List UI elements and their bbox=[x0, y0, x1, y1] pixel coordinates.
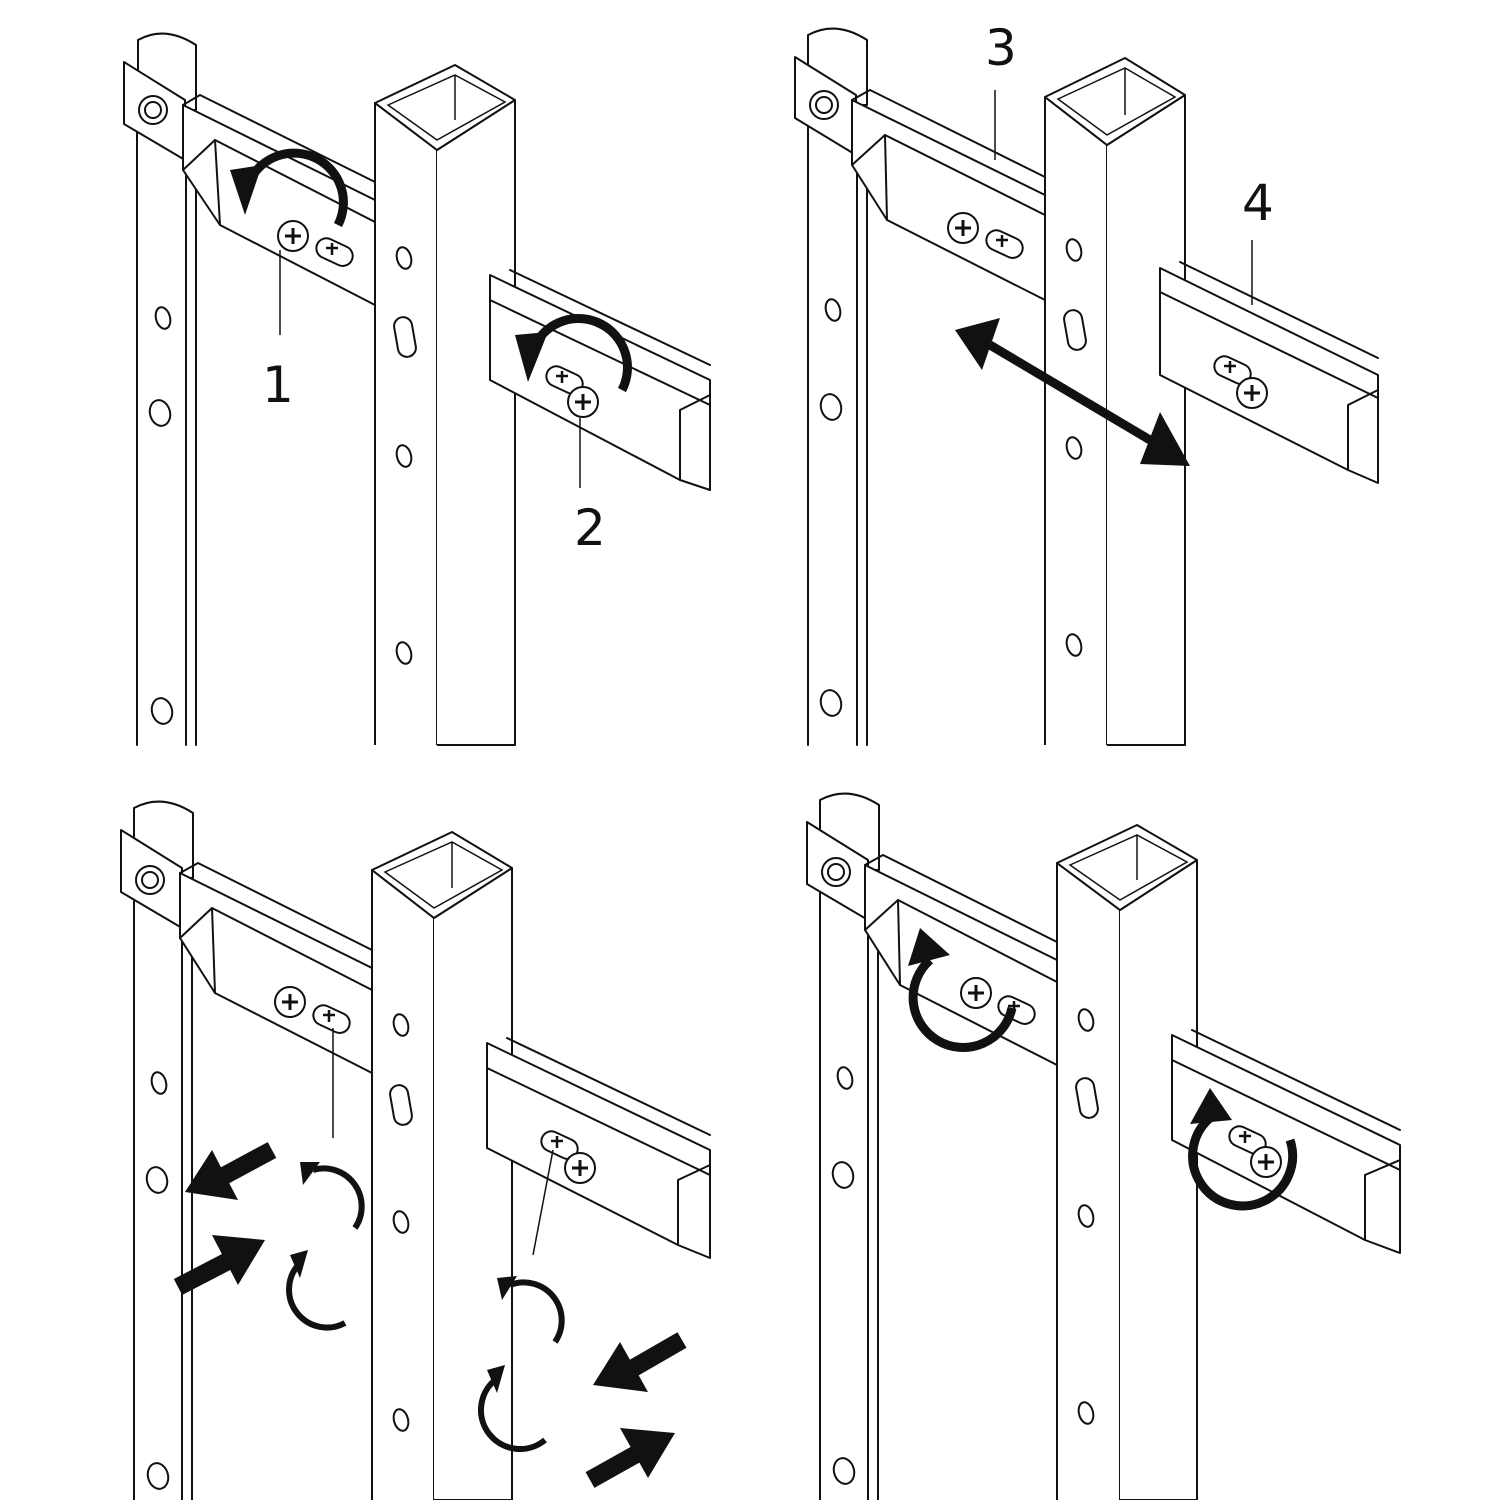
callout-3: 3 bbox=[985, 19, 1017, 77]
panel-step-3 bbox=[120, 800, 711, 1500]
top-bracket-plate bbox=[806, 792, 880, 921]
left-upright-post bbox=[807, 124, 868, 746]
callout-1: 1 bbox=[262, 356, 294, 414]
push-arrow-icon bbox=[173, 1235, 265, 1295]
rotate-cw-arrow-icon bbox=[1188, 1088, 1298, 1211]
rotate-ccw-arrow-icon bbox=[230, 148, 348, 228]
top-bracket-plate bbox=[120, 800, 194, 929]
rail-3 bbox=[864, 854, 1058, 1066]
top-bracket-plate bbox=[794, 27, 868, 156]
square-tube-post bbox=[1044, 57, 1186, 746]
rotate-cw-arrow-icon bbox=[908, 928, 1017, 1052]
rail-4 bbox=[1171, 1029, 1401, 1254]
square-tube-post bbox=[371, 831, 513, 1500]
square-tube-post bbox=[1056, 824, 1198, 1500]
left-upright-post bbox=[136, 129, 197, 746]
panel-step-2: 3 4 bbox=[794, 19, 1379, 746]
rail-2 bbox=[489, 269, 711, 491]
phillips-screw-icon bbox=[276, 219, 310, 253]
rail-2 bbox=[486, 1037, 711, 1259]
top-bracket-plate bbox=[123, 32, 197, 161]
panel-step-4 bbox=[806, 792, 1401, 1500]
left-upright-post bbox=[133, 894, 193, 1500]
rotate-ccw-arrow-icon bbox=[515, 314, 632, 393]
callout-2: 2 bbox=[574, 499, 606, 557]
push-arrow-icon bbox=[593, 1332, 687, 1392]
rail-4 bbox=[1159, 261, 1379, 484]
callout-4: 4 bbox=[1242, 174, 1274, 232]
left-upright-post bbox=[819, 884, 879, 1500]
push-arrow-icon bbox=[185, 1142, 277, 1200]
push-arrow-icon bbox=[585, 1428, 675, 1488]
rotate-cw-arrow-icon bbox=[286, 1162, 365, 1331]
square-tube-post bbox=[374, 64, 516, 746]
rail-1 bbox=[179, 862, 373, 1074]
rotate-cw-arrow-icon bbox=[477, 1276, 565, 1453]
rail-3 bbox=[851, 89, 1046, 301]
panel-step-1: 1 2 bbox=[123, 32, 711, 746]
double-headed-arrow-icon bbox=[955, 318, 1190, 466]
